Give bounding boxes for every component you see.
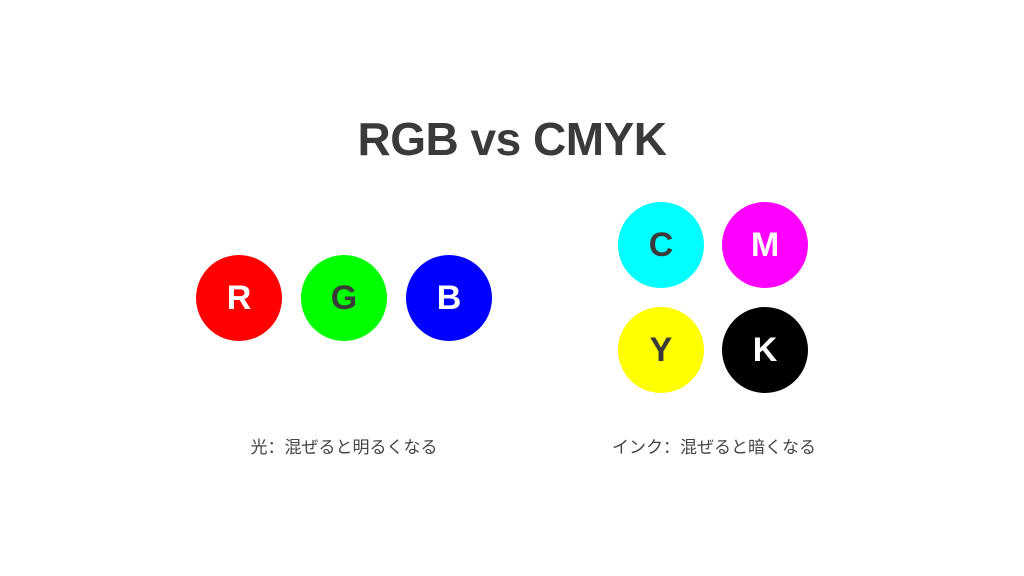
rgb-caption: 光：混ぜると明るくなる (250, 438, 438, 458)
diagram-title: RGB vs CMYK (357, 113, 667, 165)
circle-cyan: C (618, 202, 704, 288)
cmyk-caption: インク：混ぜると暗くなる (612, 438, 816, 458)
circle-yellow: Y (618, 307, 704, 393)
circle-green: G (301, 255, 387, 341)
circle-blue: B (406, 255, 492, 341)
circle-red: R (196, 255, 282, 341)
circle-black: K (722, 307, 808, 393)
circle-magenta: M (722, 202, 808, 288)
